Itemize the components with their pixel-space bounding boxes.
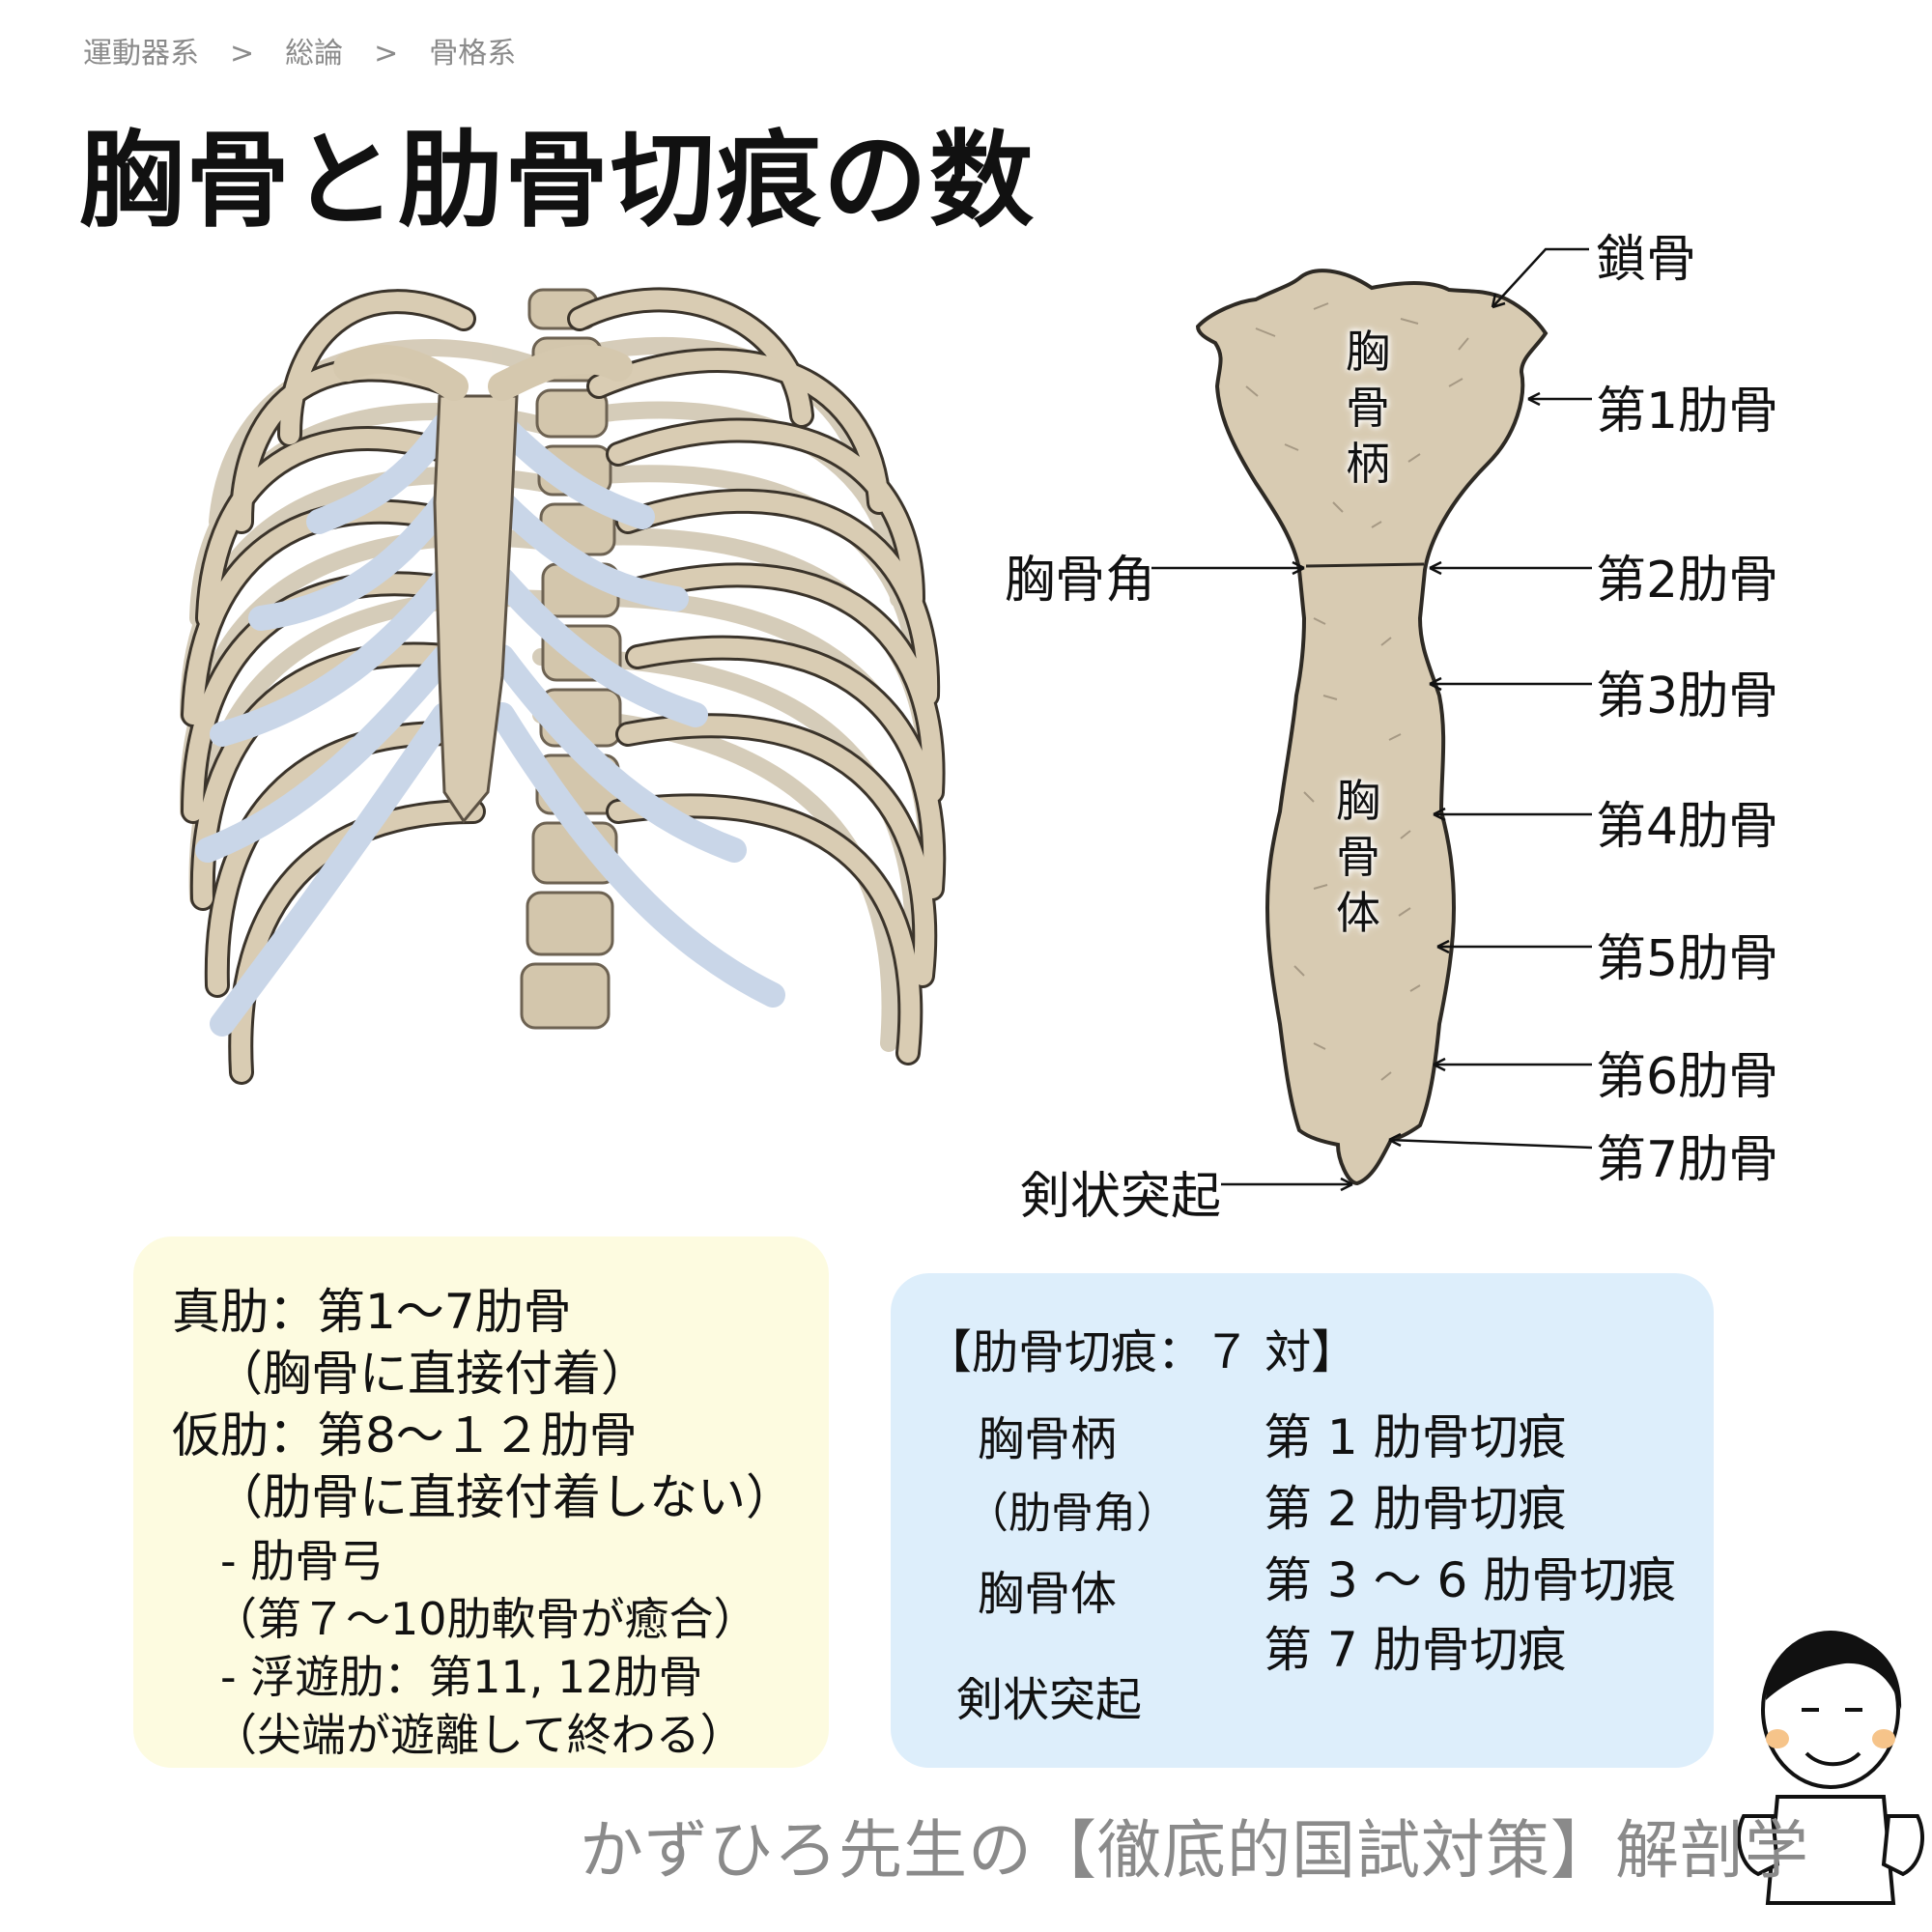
- label-xiphoid: 剣状突起: [1020, 1168, 1222, 1226]
- costal-notch-box: [891, 1273, 1714, 1768]
- label-sternum-body: 胸骨体: [1336, 775, 1380, 939]
- notch-left-item: 胸骨柄: [978, 1412, 1118, 1466]
- label-rib-1: 第1肋骨: [1596, 383, 1779, 440]
- box-line: - 肋骨弓: [220, 1535, 384, 1587]
- notch-left-item: 剣状突起: [956, 1673, 1143, 1727]
- label-clavicle: 鎖骨: [1596, 231, 1697, 289]
- page-title: 胸骨と肋骨切痕の数: [79, 121, 1037, 242]
- label-rib-7: 第7肋骨: [1596, 1131, 1779, 1189]
- footer-credit: かずひろ先生の【徹底的国試対策】解剖学: [580, 1813, 1809, 1888]
- notch-heading: 【肋骨切痕：７ 対】: [925, 1325, 1358, 1379]
- mascot-avatar: [1737, 1631, 1924, 1905]
- box-line: 仮肋：第8〜１２肋骨: [172, 1407, 638, 1463]
- breadcrumb-item[interactable]: 運動器系: [83, 37, 199, 71]
- label-rib-4: 第4肋骨: [1596, 798, 1779, 856]
- notch-right-item: 第 1 肋骨切痕: [1264, 1409, 1567, 1465]
- label-rib-5: 第5肋骨: [1596, 930, 1779, 988]
- rib-cage-illustration: [179, 287, 947, 1085]
- breadcrumb-item[interactable]: 骨格系: [429, 37, 517, 71]
- box-line: - 浮遊肋：第11, 12肋骨: [220, 1651, 703, 1703]
- notch-left-item: 胸骨体: [978, 1567, 1118, 1621]
- label-rib-3: 第3肋骨: [1596, 668, 1779, 725]
- notch-right-item: 第 3 〜 6 肋骨切痕: [1264, 1552, 1677, 1608]
- box-line: （肋骨に直接付着しない）: [214, 1469, 794, 1525]
- box-line: （胸骨に直接付着）: [214, 1346, 649, 1402]
- true-false-ribs-box: [133, 1236, 829, 1768]
- box-line: （第７〜10肋軟骨が癒合）: [213, 1593, 758, 1645]
- notch-left-item: （肋骨角）: [966, 1489, 1179, 1538]
- breadcrumb-item[interactable]: 総論: [285, 37, 344, 71]
- breadcrumb-separator: >: [374, 37, 399, 71]
- sternum-illustration: [1195, 269, 1548, 1186]
- label-rib-6: 第6肋骨: [1596, 1048, 1779, 1106]
- notch-right-item: 第 7 肋骨切痕: [1264, 1622, 1567, 1678]
- label-manubrium: 胸骨柄: [1346, 326, 1390, 490]
- notch-right-item: 第 2 肋骨切痕: [1264, 1481, 1567, 1537]
- label-sternal-angle: 胸骨角: [1005, 552, 1156, 610]
- box-line: （尖端が遊離して終わる）: [213, 1709, 745, 1761]
- label-rib-2: 第2肋骨: [1596, 552, 1779, 610]
- breadcrumb-separator: >: [230, 37, 255, 71]
- box-line: 真肋：第1〜7肋骨: [172, 1284, 572, 1340]
- leader-lines: [1151, 247, 1593, 1192]
- breadcrumb: 運動器系 > 総論 > 骨格系: [83, 29, 516, 71]
